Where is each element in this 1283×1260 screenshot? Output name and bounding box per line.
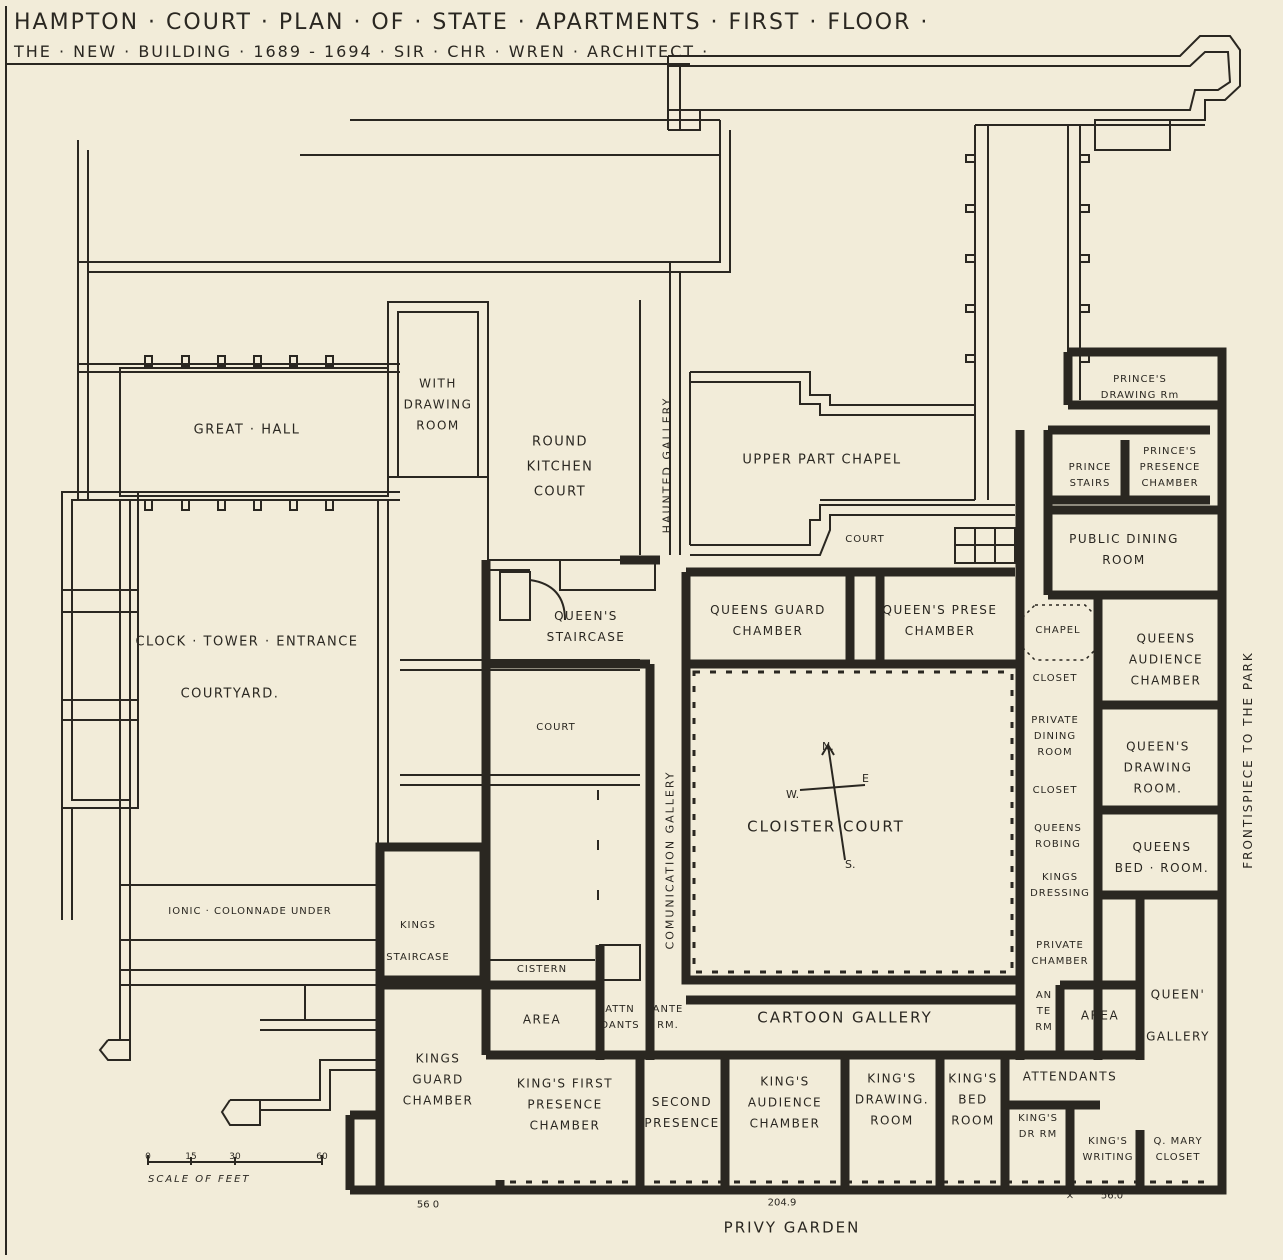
courtyard-label: COURTYARD. [180, 686, 280, 702]
room-closet-2: CLOSET [1032, 785, 1078, 796]
privy-garden-label: PRIVY GARDEN [723, 1218, 861, 1237]
room-public-dining: PUBLIC DINING ROOM [1069, 532, 1179, 567]
cloister-court-label: CLOISTER COURT [747, 817, 905, 836]
room-kings-first-presence: KING'S FIRST PRESENCE CHAMBER [516, 1076, 614, 1133]
room-queens-guard-chamber: QUEENS GUARD CHAMBER [710, 603, 826, 638]
room-great-hall: GREAT · HALL [193, 422, 301, 438]
scale-tick-30: 30 [229, 1152, 241, 1162]
room-queens-bed: QUEENS BED · ROOM. [1114, 840, 1210, 875]
room-queens-staircase: QUEEN'S STAIRCASE [546, 609, 626, 644]
room-court-top: COURT [845, 534, 885, 545]
room-queens-drawing: QUEEN'S DRAWING ROOM. [1123, 739, 1193, 796]
room-private-dining: PRIVATE DINING ROOM [1031, 715, 1079, 758]
compass-south: S. [845, 858, 856, 871]
room-queens-robing: QUEENS ROBING [1034, 823, 1082, 850]
room-second-presence: SECOND PRESENCE [644, 1095, 720, 1130]
room-queens-audience-chamber: QUEENS AUDIENCE CHAMBER [1128, 631, 1204, 688]
room-kings-drawing: KING'S DRAWING. ROOM [854, 1071, 930, 1128]
compass-east: E [862, 772, 869, 785]
communication-gallery-label: COMUNICATION GALLERY [663, 770, 677, 950]
room-ante-left: ANTE RM. [652, 1004, 684, 1031]
room-private-chamber: PRIVATE CHAMBER [1031, 940, 1089, 967]
dimension-left: 56 0 [416, 1199, 440, 1211]
room-kings-staircase: KINGS STAIRCASE [386, 920, 450, 963]
room-kings-writing: KING'S WRITING [1082, 1136, 1134, 1163]
room-q-mary-closet: Q. MARY CLOSET [1153, 1136, 1203, 1163]
room-court-middle: COURT [536, 722, 576, 733]
dimension-right: 56.0 [1100, 1190, 1124, 1202]
compass-north: N. [822, 740, 834, 753]
scale-tick-15: 15 [185, 1152, 197, 1162]
room-kings-dressing: KINGS DRESSING [1030, 872, 1090, 899]
room-queens-presence-chamber: QUEEN'S PRESE CHAMBER [882, 603, 998, 638]
room-withdrawing: WITH DRAWING ROOM [403, 376, 473, 433]
room-round-kitchen-court: ROUND KITCHEN COURT [526, 434, 594, 500]
scale-tick-60: 60 [316, 1152, 328, 1162]
room-upper-part-chapel: UPPER PART CHAPEL [742, 452, 902, 468]
room-princes-presence: PRINCE'S PRESENCE CHAMBER [1139, 446, 1201, 489]
room-chapel: CHAPEL [1035, 625, 1081, 636]
room-area-left: AREA [522, 1012, 562, 1027]
room-queens-gallery: QUEEN' GALLERY [1146, 987, 1210, 1044]
room-cistern: CISTERN [516, 964, 568, 975]
room-ante-right: AN TE RM [1035, 990, 1053, 1033]
scale-tick-0: 0 [145, 1152, 151, 1162]
room-kings-guard-chamber: KINGS GUARD CHAMBER [402, 1051, 474, 1108]
room-attendants: ATTENDANTS [1022, 1069, 1118, 1084]
clock-tower-entrance-label: CLOCK · TOWER · ENTRANCE [135, 634, 359, 650]
room-kings-dr-rm: KING'S DR RM [1018, 1113, 1058, 1140]
room-princes-drawing: PRINCE'S DRAWING Rm [1100, 374, 1180, 401]
frontispiece-label: FRONTISPIECE TO THE PARK [1241, 651, 1255, 869]
dimension-middle: 204.9 [767, 1197, 797, 1209]
compass-west: W. [786, 788, 800, 801]
ionic-colonnade-label: IONIC · COLONNADE UNDER [168, 906, 332, 917]
scale-caption: SCALE OF FEET [148, 1174, 251, 1185]
room-prince-stairs: PRINCE STAIRS [1068, 462, 1112, 489]
room-closet-1: CLOSET [1032, 673, 1078, 684]
room-kings-bed: KING'S BED ROOM [948, 1071, 998, 1128]
dimension-mark: × [1065, 1190, 1075, 1202]
room-cartoon-gallery: CARTOON GALLERY [757, 1008, 933, 1027]
room-area-right: AREA [1080, 1008, 1120, 1023]
plan-subtitle: THE · NEW · BUILDING · 1689 - 1694 · SIR… [14, 42, 710, 61]
plan-title: HAMPTON · COURT · PLAN · OF · STATE · AP… [14, 10, 930, 35]
haunted-gallery-label: HAUNTED GALLERY [660, 396, 674, 534]
room-kings-audience-chamber: KING'S AUDIENCE CHAMBER [747, 1074, 823, 1131]
room-attendants-small: ATTN DANTS [600, 1004, 640, 1031]
